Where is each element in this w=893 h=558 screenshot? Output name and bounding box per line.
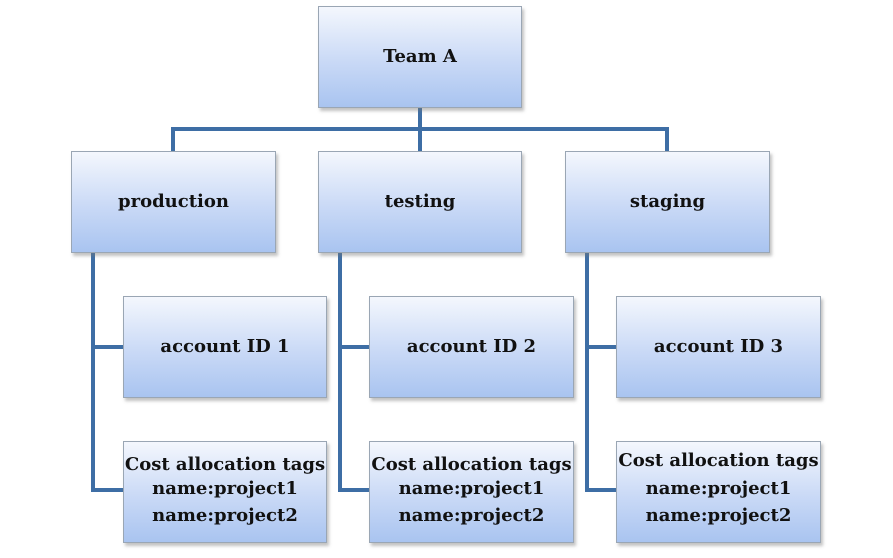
tag-item: name:project2 [398,505,545,527]
tags-node-testing: Cost allocation tags name:project1 name:… [369,441,574,543]
account-node-staging: account ID 3 [616,296,821,398]
environment-label: staging [629,191,706,213]
account-node-testing: account ID 2 [369,296,574,398]
tags-node-staging: Cost allocation tags name:project1 name:… [616,441,821,543]
environment-label: testing [384,191,456,213]
account-label: account ID 1 [160,336,290,358]
tags-node-production: Cost allocation tags name:project1 name:… [123,441,327,543]
environment-node-staging: staging [565,151,770,253]
tag-item: name:project1 [152,477,298,499]
tags-title: Cost allocation tags [124,454,326,475]
environment-node-production: production [71,151,276,253]
account-label: account ID 2 [406,336,537,358]
environment-label: production [118,191,229,213]
tag-item: name:project1 [398,477,545,499]
tag-item: name:project2 [645,505,792,527]
account-label: account ID 3 [653,336,784,358]
account-node-production: account ID 1 [123,296,327,398]
tag-item: name:project1 [645,477,792,499]
environment-node-testing: testing [318,151,522,253]
tags-title: Cost allocation tags [371,454,572,475]
team-node: Team A [318,6,522,108]
tag-item: name:project2 [152,505,298,527]
team-label: Team A [383,46,457,68]
tags-title: Cost allocation tags [618,450,819,471]
